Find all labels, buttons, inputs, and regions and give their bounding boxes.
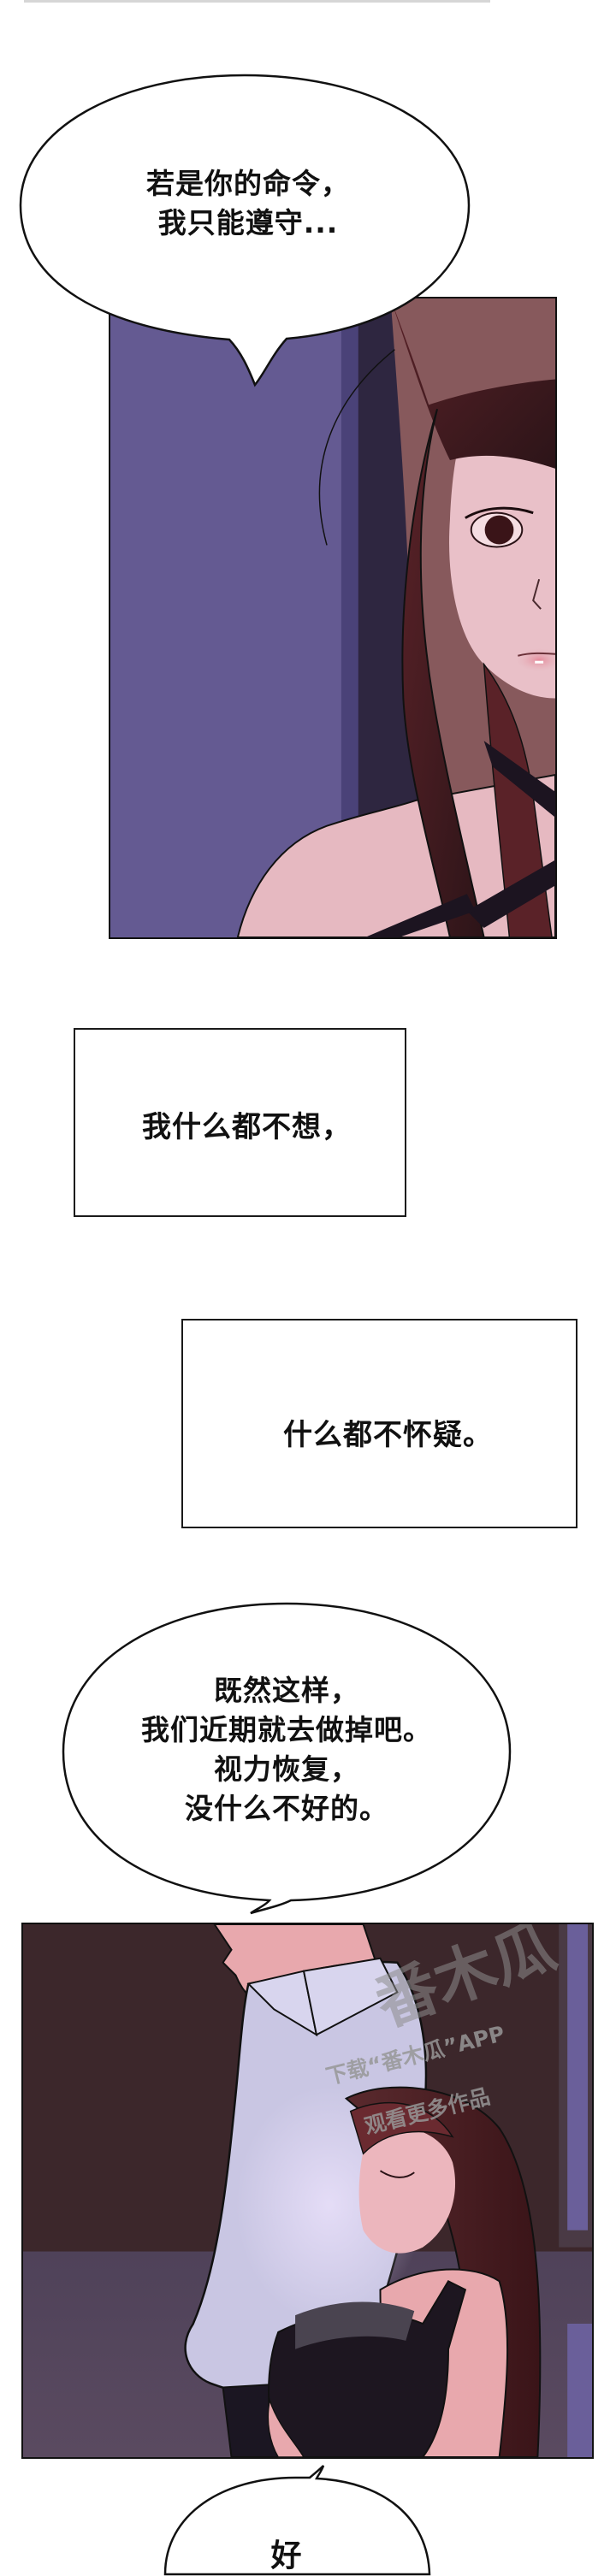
speech-bubble-2 bbox=[62, 1602, 512, 1915]
woman-peeking-illustration bbox=[236, 298, 555, 937]
comic-panel-1 bbox=[109, 297, 557, 939]
narration-box-1 bbox=[74, 1028, 406, 1217]
speech-bubble-1 bbox=[19, 74, 471, 387]
speech-bubble-2-text: 既然这样， 我们近期就去做掉吧。 视力恢复， 没什么不好的。 bbox=[141, 1674, 432, 1825]
narration-box-2-text: 什么都不怀疑。 bbox=[283, 1418, 493, 1452]
speech-bubble-1-text: 若是你的命令， 我只能遵守... bbox=[146, 167, 350, 239]
comic-panel-3: 番木瓜 下载“番木瓜”APP 观看更多作品 bbox=[21, 1923, 594, 2459]
couple-illustration bbox=[23, 1924, 592, 2457]
speech-bubble-3 bbox=[163, 2465, 431, 2576]
previous-panel-edge bbox=[24, 0, 490, 3]
narration-box-1-text: 我什么都不想， bbox=[142, 1110, 352, 1144]
speech-bubble-3-text: 好 bbox=[270, 2538, 303, 2573]
narration-box-2 bbox=[181, 1319, 578, 1528]
